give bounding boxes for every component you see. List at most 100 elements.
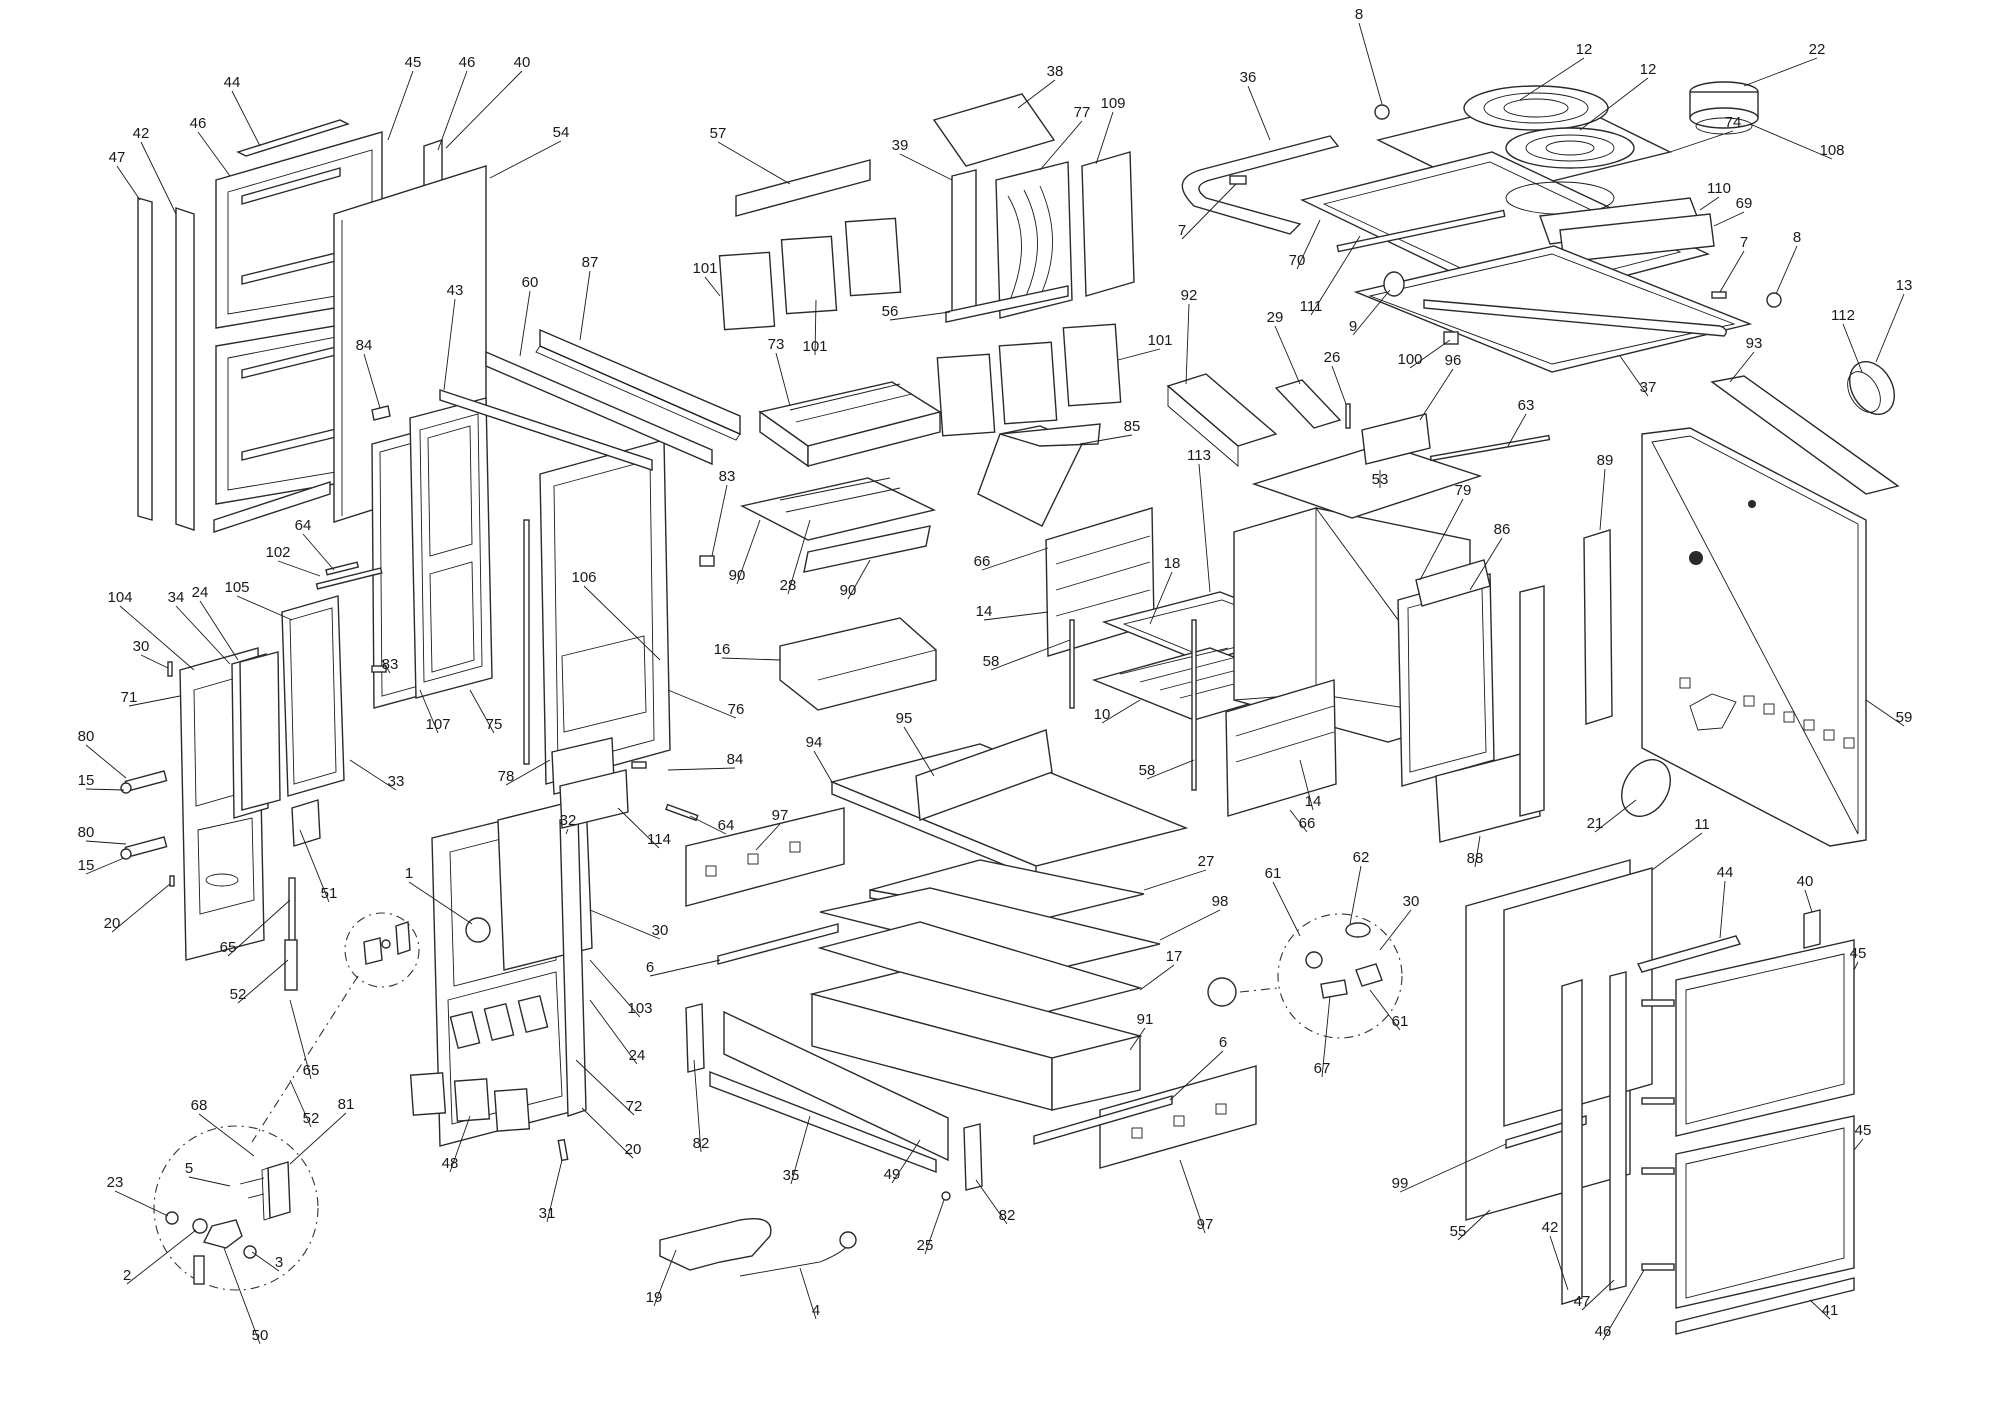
part-label-46: 46 <box>1595 1323 1612 1340</box>
part-label-75: 75 <box>486 716 503 733</box>
leader-line-103 <box>589 959 641 1018</box>
leader-line-80 <box>85 840 127 845</box>
part-label-64: 64 <box>295 517 312 534</box>
leader-line-29 <box>1274 325 1301 385</box>
leader-line-82 <box>693 1059 702 1153</box>
leader-line-109 <box>1095 111 1114 165</box>
part-label-108: 108 <box>1819 142 1844 159</box>
part-label-1: 1 <box>405 865 413 882</box>
part-label-51: 51 <box>321 885 338 902</box>
leader-line-46 <box>437 70 468 151</box>
leader-line-13 <box>1875 293 1905 363</box>
leader-line-26 <box>1331 365 1347 405</box>
leader-line-62 <box>1349 865 1362 925</box>
part-label-60: 60 <box>522 274 539 291</box>
leader-line-36 <box>1247 85 1271 141</box>
leader-line-11 <box>1651 832 1703 871</box>
leader-line-20 <box>111 883 171 933</box>
part-label-8: 8 <box>1793 229 1801 246</box>
part-base-frame-37 <box>1353 245 1753 373</box>
part-label-81: 81 <box>338 1096 355 1113</box>
part-rail-56 <box>945 285 1069 323</box>
part-label-80: 80 <box>78 824 95 841</box>
part-pin-30 <box>167 661 173 677</box>
part-label-54: 54 <box>553 124 570 141</box>
leader-line-42 <box>140 141 177 215</box>
part-cylinder-52 <box>284 939 298 991</box>
leader-line-56 <box>889 311 951 321</box>
part-label-43: 43 <box>447 282 464 299</box>
part-label-93: 93 <box>1746 335 1763 352</box>
part-label-45: 45 <box>1850 945 1867 962</box>
part-strip-44r <box>1636 935 1742 973</box>
part-label-86: 86 <box>1494 521 1511 538</box>
leader-line-66 <box>981 547 1049 571</box>
part-label-11: 11 <box>1694 816 1710 833</box>
part-label-13: 13 <box>1896 277 1913 294</box>
leader-line-7 <box>1181 183 1237 240</box>
leader-line-84 <box>363 353 381 409</box>
part-rod-102 <box>315 567 383 590</box>
part-glass-34 <box>239 651 281 811</box>
part-screw-15a <box>120 782 132 794</box>
oven-box-group <box>1045 413 1613 843</box>
part-screw-25 <box>941 1191 951 1201</box>
part-ring-13 <box>1849 361 1895 415</box>
part-screw-15b <box>120 848 132 860</box>
part-pin-26 <box>1345 403 1351 429</box>
part-bar-60 <box>485 350 713 466</box>
part-label-77: 77 <box>1074 104 1091 121</box>
part-label-50: 50 <box>252 1327 269 1344</box>
leader-line-47 <box>116 165 141 201</box>
leader-line-75 <box>469 689 495 734</box>
leader-line-44 <box>1719 880 1726 939</box>
part-label-30: 30 <box>133 638 150 655</box>
part-rail-111 <box>1336 209 1506 253</box>
part-top-plate-53 <box>1251 443 1483 519</box>
part-label-46: 46 <box>459 54 476 71</box>
part-knob-8b <box>1766 292 1782 308</box>
leader-line-2 <box>126 1229 197 1285</box>
part-screw-23 <box>165 1211 179 1225</box>
part-deflector-79 <box>1415 559 1491 607</box>
leader-line-24 <box>199 600 239 661</box>
leader-line-24 <box>589 999 638 1065</box>
part-rail-6a <box>717 923 839 965</box>
leader-line-86 <box>1469 537 1503 591</box>
leader-line-10 <box>1101 699 1141 724</box>
part-label-32: 32 <box>560 812 577 829</box>
part-label-107: 107 <box>425 716 450 733</box>
part-label-69: 69 <box>1736 195 1753 212</box>
leader-line-101 <box>1117 348 1161 361</box>
part-label-82: 82 <box>999 1207 1016 1224</box>
part-label-14: 14 <box>1305 793 1322 810</box>
leader-line-89 <box>1599 468 1606 531</box>
part-label-39: 39 <box>892 137 909 154</box>
part-tile-48a <box>409 1072 447 1116</box>
leader-line-45 <box>1853 961 1859 971</box>
part-label-61: 61 <box>1265 865 1282 882</box>
leader-line-112 <box>1842 323 1863 373</box>
part-gasket-105 <box>281 595 345 797</box>
part-door-45b <box>1675 1115 1855 1309</box>
part-label-101: 101 <box>692 260 717 277</box>
part-label-31: 31 <box>539 1205 556 1222</box>
part-collar-9 <box>1383 271 1405 297</box>
leader-line-95 <box>903 726 935 777</box>
leader-line-38 <box>1017 79 1056 109</box>
part-label-104: 104 <box>107 589 132 606</box>
leader-line-35 <box>790 1115 811 1185</box>
leader-line-1 <box>408 881 473 925</box>
leader-line-30 <box>1379 909 1412 951</box>
leader-line-70 <box>1296 219 1321 270</box>
part-bracket-39 <box>951 169 977 317</box>
leader-line-17 <box>1139 964 1175 991</box>
leader-line-65 <box>289 999 312 1080</box>
leader-line-16 <box>721 657 781 661</box>
part-bracket-88b <box>1519 585 1545 817</box>
back-panel-group <box>1621 375 1900 847</box>
leader-line-47 <box>1581 1279 1615 1311</box>
right-hinge-detail <box>1207 913 1403 1039</box>
leader-line-81 <box>289 1112 347 1165</box>
